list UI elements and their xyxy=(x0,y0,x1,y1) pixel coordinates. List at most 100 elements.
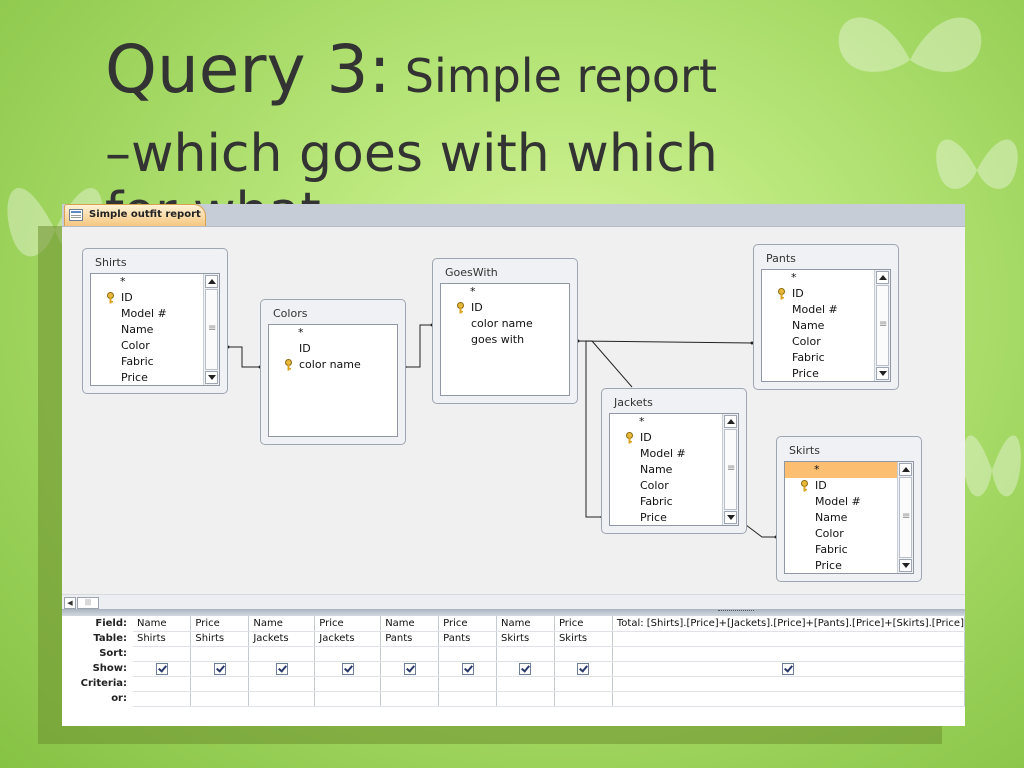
grid-cell-table[interactable]: Pants xyxy=(438,631,498,647)
field-color-name[interactable]: color name xyxy=(471,317,533,330)
field-id[interactable]: ID xyxy=(441,300,569,316)
grid-cell-table[interactable]: Shirts xyxy=(190,631,250,647)
field-color[interactable]: Color xyxy=(121,339,150,352)
grid-cell-field[interactable]: Name xyxy=(133,616,192,632)
field-fabric[interactable]: Fabric xyxy=(815,543,848,556)
table-pants[interactable]: Pants * ID Model # Name Color Fabric Pri… xyxy=(753,244,899,390)
field-color[interactable]: Color xyxy=(640,479,669,492)
field-model[interactable]: Model # xyxy=(121,307,167,320)
show-checkbox[interactable] xyxy=(577,662,590,675)
pane-splitter[interactable] xyxy=(62,609,965,616)
grid-cell-or[interactable] xyxy=(380,691,440,707)
grid-cell-field[interactable]: Price xyxy=(314,616,382,632)
grid-cell-sort[interactable] xyxy=(190,646,250,662)
grid-cell-field[interactable]: Total: [Shirts].[Price]+[Jackets].[Price… xyxy=(612,616,965,632)
field-id[interactable]: ID xyxy=(299,342,311,355)
grid-cell-table[interactable]: Jackets xyxy=(314,631,382,647)
field-color[interactable]: Color xyxy=(792,335,821,348)
tab-simple-outfit-report[interactable]: Simple outfit report xyxy=(64,204,206,226)
field-list-scrollbar[interactable] xyxy=(897,462,913,573)
table-shirts[interactable]: Shirts * ID Model # Name Color Fabric Pr… xyxy=(82,248,228,394)
grid-cell-or[interactable] xyxy=(190,691,250,707)
scroll-thumb[interactable]: ||| xyxy=(77,597,99,609)
field-list[interactable]: * ID color name xyxy=(268,324,398,437)
grid-cell-sort[interactable] xyxy=(380,646,440,662)
grid-cell-or[interactable] xyxy=(248,691,316,707)
scroll-down-button[interactable] xyxy=(724,511,737,524)
scroll-up-button[interactable] xyxy=(724,415,737,428)
design-horizontal-scrollbar[interactable]: ◀ ||| xyxy=(62,594,965,609)
field-name[interactable]: Name xyxy=(792,319,825,332)
field-list[interactable]: * ID color name goes with xyxy=(440,283,570,396)
field-color-name[interactable]: color name xyxy=(269,357,397,373)
grid-cell-criteria[interactable] xyxy=(248,676,316,692)
grid-cell-table[interactable]: Pants xyxy=(380,631,440,647)
field-price[interactable]: Price xyxy=(792,367,819,380)
field-price[interactable]: Price xyxy=(121,371,148,384)
show-checkbox[interactable] xyxy=(461,662,474,675)
field-all[interactable]: * xyxy=(298,326,304,339)
field-fabric[interactable]: Fabric xyxy=(640,495,673,508)
grid-cell-field[interactable]: Name xyxy=(248,616,316,632)
scroll-left-button[interactable]: ◀ xyxy=(64,597,76,609)
grid-cell-criteria[interactable] xyxy=(314,676,382,692)
grid-cell-or[interactable] xyxy=(314,691,382,707)
field-price[interactable]: Price xyxy=(640,511,667,524)
grid-cell-table[interactable]: Jackets xyxy=(248,631,316,647)
scroll-down-button[interactable] xyxy=(899,559,912,572)
field-list[interactable]: * ID Model # Name Color Fabric Price xyxy=(609,413,739,526)
field-name[interactable]: Name xyxy=(640,463,673,476)
grid-cell-or[interactable] xyxy=(554,691,613,707)
grid-cell-field[interactable]: Price xyxy=(438,616,498,632)
grid-cell-or[interactable] xyxy=(612,691,965,707)
show-checkbox[interactable] xyxy=(403,662,416,675)
show-checkbox[interactable] xyxy=(519,662,532,675)
field-list-scrollbar[interactable] xyxy=(203,274,219,385)
scroll-thumb[interactable] xyxy=(876,285,889,366)
grid-cell-field[interactable]: Price xyxy=(554,616,613,632)
grid-cell-table[interactable]: Shirts xyxy=(133,631,192,647)
grid-cell-field[interactable]: Price xyxy=(190,616,250,632)
field-all[interactable]: * xyxy=(639,415,645,428)
grid-cell-criteria[interactable] xyxy=(554,676,613,692)
grid-cell-criteria[interactable] xyxy=(438,676,498,692)
show-checkbox[interactable] xyxy=(341,662,354,675)
field-model[interactable]: Model # xyxy=(640,447,686,460)
table-design-area[interactable]: Shirts * ID Model # Name Color Fabric Pr… xyxy=(62,227,965,594)
grid-cell-table[interactable] xyxy=(612,631,965,647)
field-all[interactable]: * xyxy=(120,275,126,288)
show-checkbox[interactable] xyxy=(275,662,288,675)
field-list-scrollbar[interactable] xyxy=(874,270,890,381)
field-id[interactable]: ID xyxy=(785,478,913,494)
field-fabric[interactable]: Fabric xyxy=(792,351,825,364)
grid-cell-table[interactable]: Skirts xyxy=(496,631,555,647)
scroll-thumb[interactable] xyxy=(205,289,218,370)
field-id[interactable]: ID xyxy=(610,430,738,446)
field-name[interactable]: Name xyxy=(121,323,154,336)
grid-cell-field[interactable]: Name xyxy=(496,616,555,632)
grid-cell-sort[interactable] xyxy=(612,646,965,662)
table-jackets[interactable]: Jackets * ID Model # Name Color Fabric P… xyxy=(601,388,747,534)
grid-cell-criteria[interactable] xyxy=(380,676,440,692)
scroll-down-button[interactable] xyxy=(876,367,889,380)
query-design-grid[interactable]: Field: Table: Sort: Show: Criteria: or: … xyxy=(62,616,965,726)
scroll-up-button[interactable] xyxy=(876,271,889,284)
field-list[interactable]: * ID Model # Name Color Fabric Price xyxy=(784,461,914,574)
table-colors[interactable]: Colors * ID color name xyxy=(260,299,406,445)
grid-cell-field[interactable]: Name xyxy=(380,616,440,632)
field-list[interactable]: * ID Model # Name Color Fabric Price xyxy=(90,273,220,386)
field-goes-with[interactable]: goes with xyxy=(471,333,525,346)
field-model[interactable]: Model # xyxy=(815,495,861,508)
field-all[interactable]: * xyxy=(785,462,913,478)
grid-cell-criteria[interactable] xyxy=(496,676,555,692)
grid-cell-or[interactable] xyxy=(438,691,498,707)
show-checkbox[interactable] xyxy=(782,662,795,675)
grid-cell-or[interactable] xyxy=(496,691,555,707)
grid-cell-criteria[interactable] xyxy=(190,676,250,692)
field-color[interactable]: Color xyxy=(815,527,844,540)
scroll-thumb[interactable] xyxy=(899,477,912,558)
grid-cell-criteria[interactable] xyxy=(612,676,965,692)
grid-cell-sort[interactable] xyxy=(248,646,316,662)
field-model[interactable]: Model # xyxy=(792,303,838,316)
show-checkbox[interactable] xyxy=(155,662,168,675)
